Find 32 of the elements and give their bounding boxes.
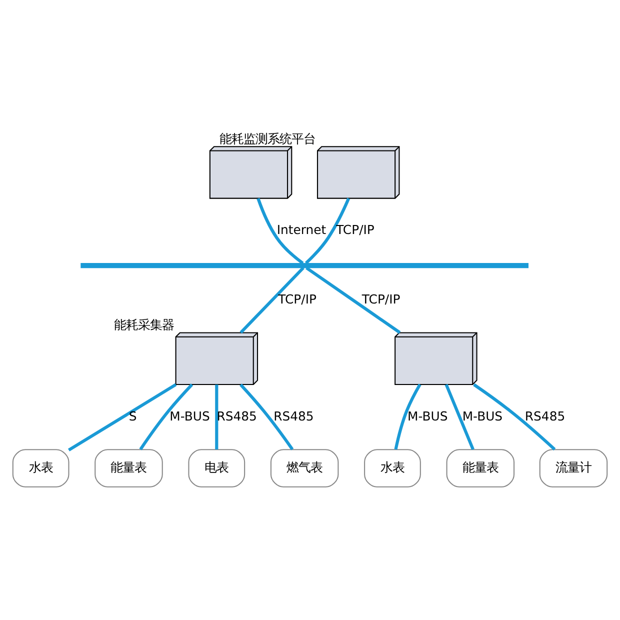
connector — [240, 266, 304, 334]
edge-label: TCP/IP — [336, 222, 374, 238]
edge-label: TCP/IP — [278, 291, 316, 306]
edge-label: RS485 — [524, 408, 566, 424]
edge-label: M-BUS — [462, 408, 503, 424]
edge-label: RS485 — [216, 408, 257, 424]
connector — [394, 384, 422, 450]
connector — [215, 384, 218, 450]
node-box: 能量表 — [446, 449, 515, 488]
node-box: 燃气表 — [270, 449, 339, 488]
edge-label: RS485 — [274, 408, 314, 424]
edge-label: M-BUS — [408, 408, 448, 424]
connector — [68, 383, 177, 452]
node-box: 流量计 — [539, 449, 608, 488]
node-box: 电表 — [188, 449, 246, 488]
connector — [240, 384, 294, 450]
edge-label: TCP/IP — [362, 291, 400, 306]
node-bar — [80, 262, 528, 268]
connector — [473, 383, 556, 451]
edge-label: S — [128, 408, 137, 424]
node-box: 能量表 — [94, 449, 163, 488]
connector — [139, 383, 194, 450]
node-box: 水表 — [364, 449, 421, 488]
connector — [256, 198, 304, 264]
node-label: 能耗监测系统平台 — [219, 131, 316, 146]
node-label: 能耗采集器 — [114, 317, 174, 332]
connector — [304, 198, 350, 264]
edge-label: M-BUS — [170, 408, 210, 424]
node-box: 水表 — [12, 449, 70, 488]
connector — [306, 266, 401, 334]
edge-label: Internet — [276, 222, 326, 238]
connector — [444, 384, 474, 450]
